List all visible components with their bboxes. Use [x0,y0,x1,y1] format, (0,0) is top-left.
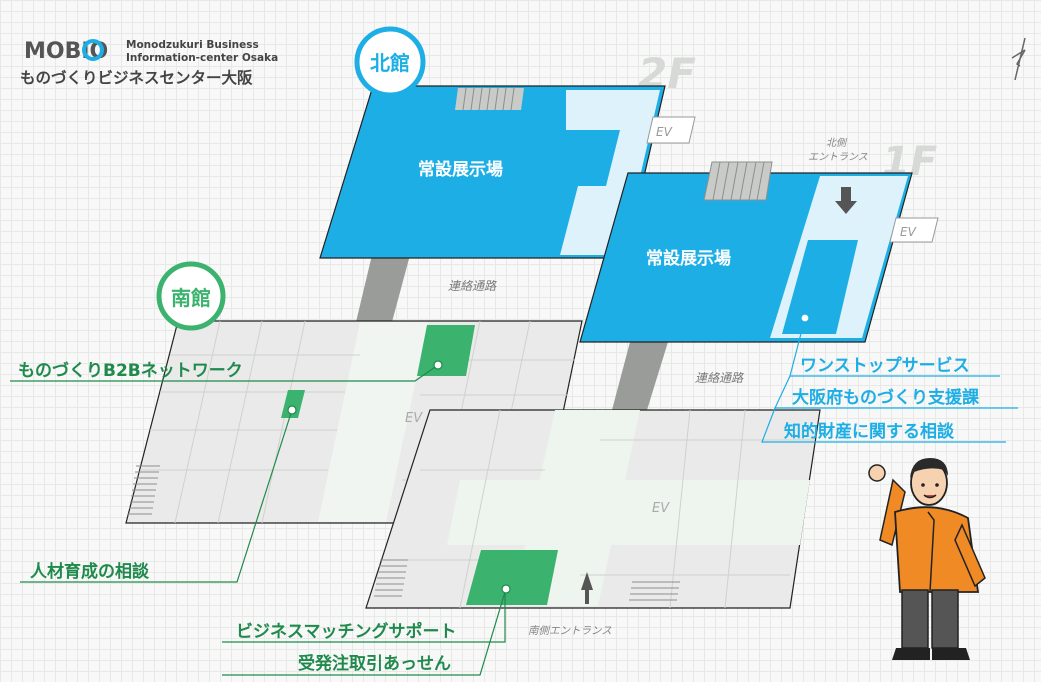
ev-label-south-1f: EV [652,501,670,516]
guide-character-illustration [868,458,986,660]
north-building-1f: EV 常設展示場 北側 エントランス [579,137,939,343]
logo-line2: Information-center Osaka [126,52,278,64]
hr-room [281,390,305,418]
stairs-icon [455,87,524,111]
north-building-label: 北館 [370,51,410,75]
entrance-arrow-up-icon [581,572,593,604]
callout-dot-matching [501,584,511,594]
north-entrance-label-2: エントランス [808,152,868,163]
north-entrance-label-1: 北側 [826,137,848,149]
callout-orders: 受発注取引あっせん [298,653,451,674]
corridor-label-2f: 連絡通路 [448,279,497,293]
callout-hr: 人材育成の相談 [30,561,150,582]
corridor-2f [356,255,410,322]
stairs-icon [128,465,160,515]
ev-label-north-2f: EV [656,125,673,139]
north-building-2f: EV 常設展示場 [319,85,696,259]
logo: MOBIO Monodzukuri Business Information-c… [20,39,278,87]
stairs-icon [374,559,680,601]
south-building-label: 南館 [171,286,211,310]
callout-b2b: ものづくりB2Bネットワーク [18,361,243,381]
matching-room [466,550,558,605]
entrance-arrow-down-icon [835,187,857,214]
callout-dot-onestop [800,313,810,323]
south-building-1f: EV 南側エントランス [365,409,821,637]
callout-lines-blue [761,317,1018,443]
corridor-1f [612,342,668,410]
callout-onestop: ワンストップサービス [800,355,970,376]
stairs-icon [703,161,773,201]
north-arrow-icon [1011,37,1026,81]
b2b-room [417,325,475,376]
north-1f-hall-label: 常設展示場 [646,248,731,269]
callout-matching: ビジネスマッチングサポート [236,621,457,642]
north-building-badge: 北館 [354,26,426,98]
north-2f-hall-label: 常設展示場 [418,159,503,180]
logo-jp-name: ものづくりビジネスセンター大阪 [20,68,253,87]
callout-osaka: 大阪府ものづくり支援課 [792,387,980,408]
ev-label-south-2f: EV [405,411,423,426]
logo-line1: Monodzukuri Business [126,39,259,51]
south-entrance-label: 南側エントランス [528,625,612,637]
callout-ip: 知的財産に関する相談 [783,421,955,442]
corridor-label-1f: 連絡通路 [695,371,744,385]
callout-lines-green [10,364,506,676]
ev-label-north-1f: EV [900,225,917,239]
callout-dot-hr [287,405,297,415]
callout-dot-b2b [433,360,443,370]
south-building-badge: 南館 [156,261,226,331]
mobio-logo-mark: MOBIO [24,39,108,64]
